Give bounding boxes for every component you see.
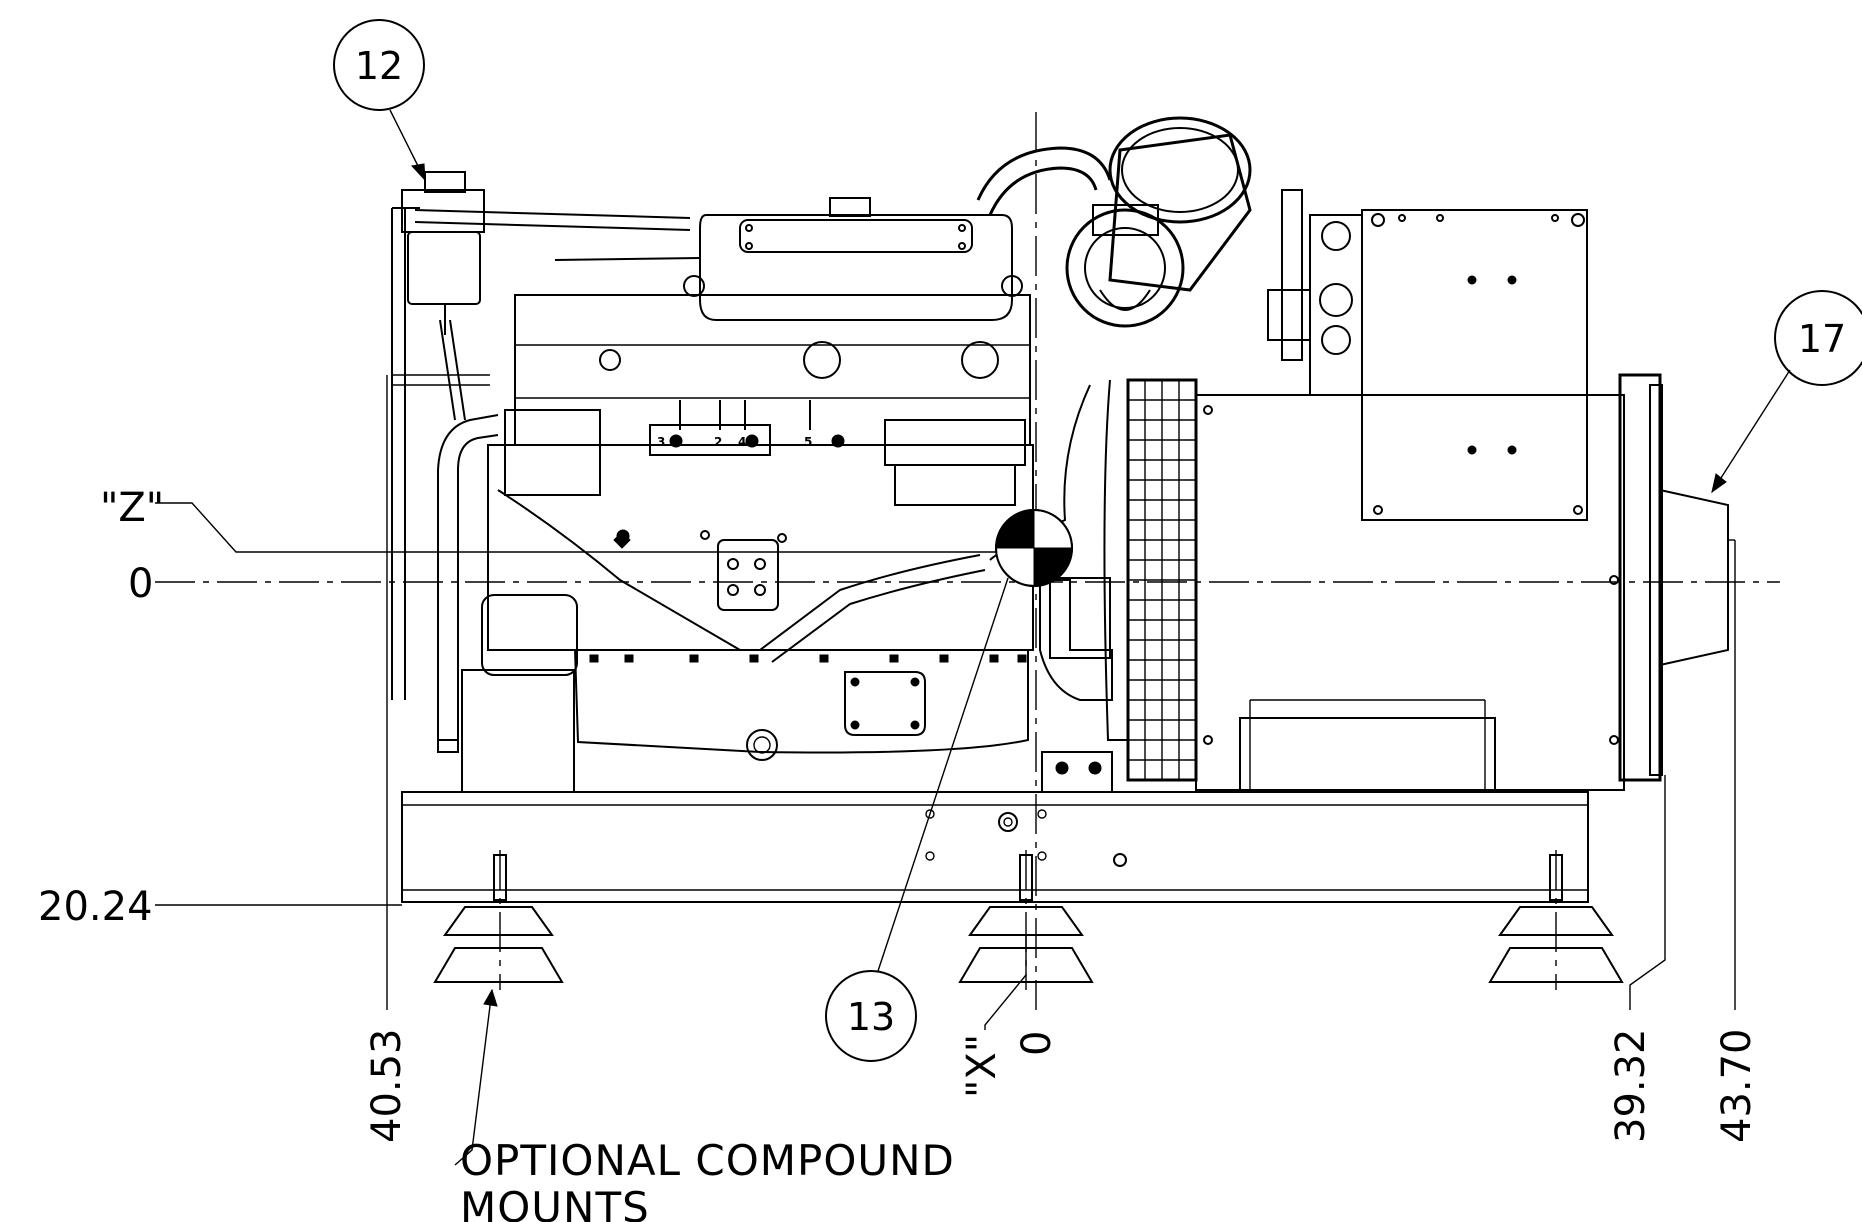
top-fuel-line bbox=[414, 209, 701, 261]
base-frame bbox=[401, 791, 1589, 903]
balloon-12: 12 bbox=[333, 19, 426, 182]
cg-target-symbol bbox=[995, 509, 1073, 587]
control-box bbox=[1267, 189, 1588, 521]
mount-center bbox=[958, 850, 1094, 990]
balloon-17: 17 bbox=[1711, 290, 1862, 494]
dim-40-53-label: 40.53 bbox=[364, 1028, 410, 1143]
optional-mounts-note-line1: OPTIONAL COMPOUND bbox=[460, 1136, 955, 1185]
cyl-label-2: 2 bbox=[714, 435, 722, 449]
dim-43-70-label: 43.70 bbox=[1714, 1028, 1760, 1143]
z-zero-label: 0 bbox=[128, 561, 153, 607]
cyl-label-5: 5 bbox=[804, 435, 812, 449]
x-zero-label: 0 bbox=[1014, 1031, 1060, 1056]
optional-mounts-note-line2: MOUNTS bbox=[460, 1183, 650, 1222]
dim-39-32-label: 39.32 bbox=[1608, 1028, 1654, 1143]
x-datum-label: "X" bbox=[959, 1034, 1005, 1098]
cyl-label-3: 3 bbox=[657, 435, 665, 449]
air-cleaner bbox=[1108, 116, 1252, 292]
fuel-return-line bbox=[497, 384, 1091, 663]
balloon-13-label: 13 bbox=[847, 995, 895, 1039]
centerlines bbox=[155, 112, 1780, 1010]
z-datum-label: "Z" bbox=[100, 485, 164, 531]
left-frame-upright bbox=[391, 207, 490, 700]
mount-left bbox=[433, 850, 564, 990]
engine-block bbox=[487, 197, 1034, 761]
coolant-hose-left bbox=[437, 414, 499, 753]
z-datum-leader bbox=[155, 502, 1064, 553]
dimension-39-32 bbox=[1629, 775, 1666, 1010]
balloon-13: 13 bbox=[825, 577, 1009, 1062]
balloon-12-label: 12 bbox=[355, 44, 403, 88]
generator-end-bell bbox=[1618, 373, 1735, 782]
mount-right bbox=[1488, 850, 1624, 990]
block-bolts bbox=[589, 654, 1027, 663]
dim-20-24-label: 20.24 bbox=[38, 884, 153, 930]
balloon-17-label: 17 bbox=[1798, 317, 1846, 361]
turbocharger bbox=[1065, 204, 1185, 328]
optional-mounts-leader bbox=[454, 988, 498, 1166]
engine-mount-leg-left bbox=[461, 409, 601, 793]
cyl-label-4: 4 bbox=[738, 435, 746, 449]
generator bbox=[1195, 394, 1625, 791]
x-datum-leader bbox=[984, 935, 1027, 1030]
radiator-fins bbox=[1128, 380, 1196, 780]
fuel-filter-assembly bbox=[401, 171, 485, 421]
turbo-intake-hose bbox=[976, 146, 1112, 216]
injection-pump: 3 2 4 5 bbox=[613, 400, 1026, 549]
